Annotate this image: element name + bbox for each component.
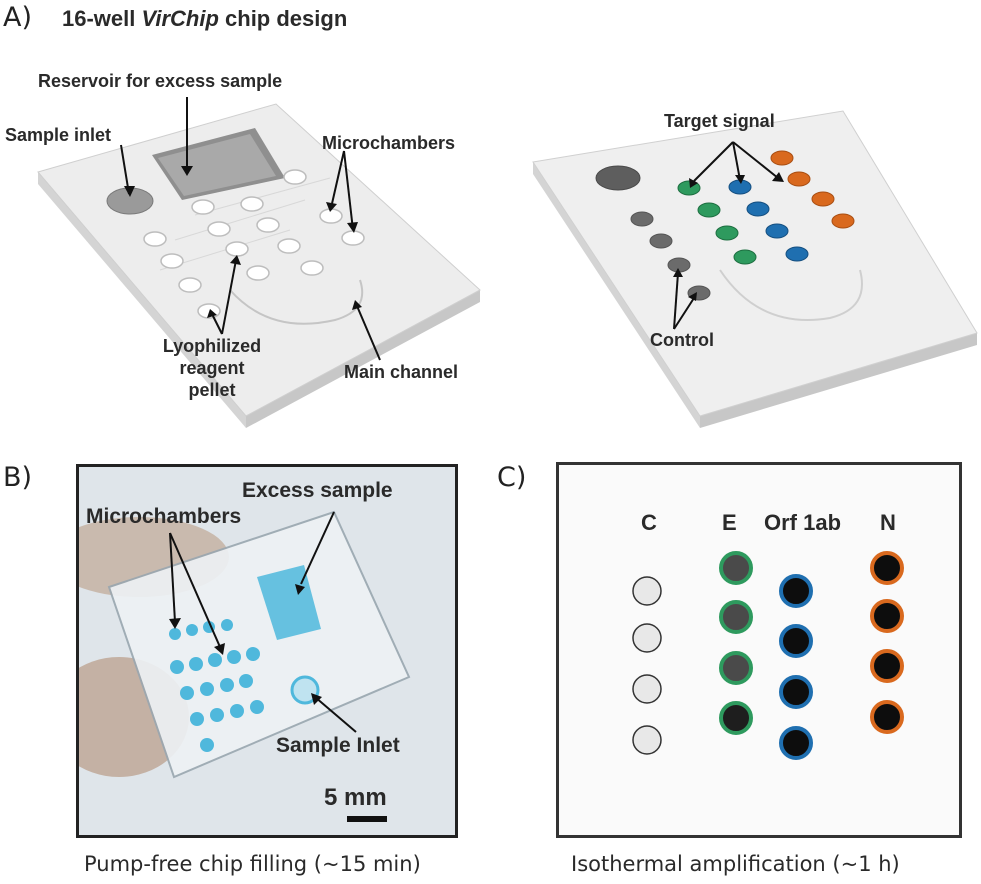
right-inlet [595,165,641,191]
lyophilized-line1: Lyophilized [162,336,262,356]
photo-arrowheads [169,584,322,705]
caption-c: Isothermal amplification (~1 h) [571,852,900,876]
left-chip-top [37,103,481,417]
result-wells [632,551,904,760]
panel-a-title-suffix: chip design [218,6,348,31]
sample-inlet-photo [290,675,320,705]
right-arrowheads [673,172,784,301]
col-header-orf1ab: Orf 1ab [764,510,842,535]
right-arrows [673,141,779,330]
panel-a-title-italic: VirChip [141,6,219,31]
right-orange-wells [770,150,855,229]
label-sample-inlet-b: Sample Inlet [276,734,400,757]
lyophilized-line3: pellet [188,380,236,400]
photo-frame [76,464,458,838]
photo-wells [169,619,264,752]
col-header-c: C [641,510,657,535]
label-target-signal: Target signal [664,111,775,131]
main-channel-path [229,279,364,325]
label-excess-sample: Excess sample [242,479,393,502]
lyophilized-line2: reagent [179,358,245,378]
chip-design-left [37,97,978,428]
panel-c-label: C) [497,462,527,493]
left-arrows [120,97,381,361]
label-microchambers-b: Microchambers [86,505,242,528]
orf1ab-wells [779,574,813,760]
glass-chip [107,510,411,779]
result-frame: C E Orf 1ab N [556,462,962,838]
col-header-n: N [880,510,896,535]
left-arrowheads [124,166,362,318]
label-lyophilized: Lyophilized reagent pellet [152,335,272,401]
right-chip-side [533,162,700,428]
panel-a-title: 16-well VirChip chip design [62,6,347,32]
right-blue-wells [728,179,809,262]
label-scale: 5 mm [324,784,387,811]
n-wells [870,551,904,734]
right-main-channel [719,269,863,321]
scale-bar [347,816,387,822]
caption-b: Pump-free chip filling (~15 min) [84,852,421,876]
label-sample-inlet: Sample inlet [5,125,112,145]
photo-arrows [169,511,357,733]
right-chip-top [532,110,978,417]
reservoir-inner [158,134,276,196]
left-wells [143,169,365,319]
label-main-channel: Main channel [344,362,459,382]
panel-b-label: B) [3,462,33,493]
left-chip-side [38,172,246,428]
label-reservoir: Reservoir for excess sample [38,71,283,91]
panel-a-label: A) [3,2,33,33]
col-header-e: E [722,510,737,535]
e-wells [719,551,753,735]
excess-sample-fill [257,565,321,640]
label-control: Control [650,330,714,350]
control-wells [632,576,662,755]
photo-illustration [79,467,455,835]
panel-a-title-prefix: 16-well [62,6,142,31]
label-microchambers: Microchambers [322,133,456,153]
